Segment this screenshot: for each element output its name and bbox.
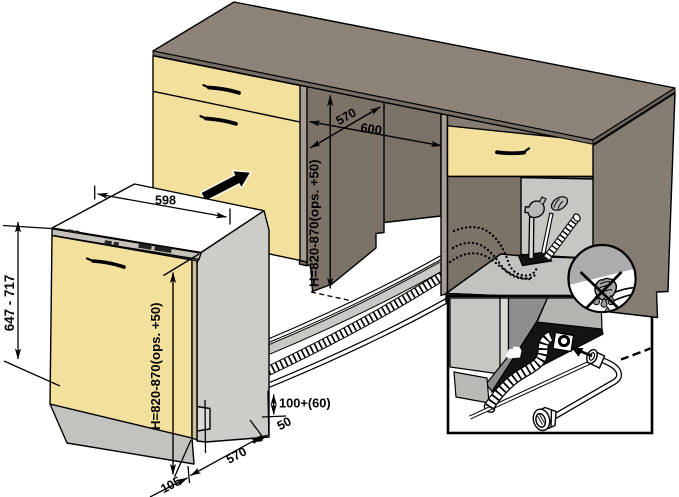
svg-text:570: 570	[224, 444, 249, 466]
svg-text:598: 598	[155, 194, 176, 208]
svg-text:H=820-870(ops. +50): H=820-870(ops. +50)	[307, 159, 322, 287]
svg-text:105: 105	[158, 474, 183, 496]
svg-text:100+(60): 100+(60)	[279, 396, 331, 411]
svg-text:647 - 717: 647 - 717	[2, 275, 17, 332]
svg-text:600: 600	[360, 120, 383, 138]
svg-text:50: 50	[275, 414, 294, 433]
svg-text:H=820-870(ops. +50): H=820-870(ops. +50)	[148, 302, 163, 430]
